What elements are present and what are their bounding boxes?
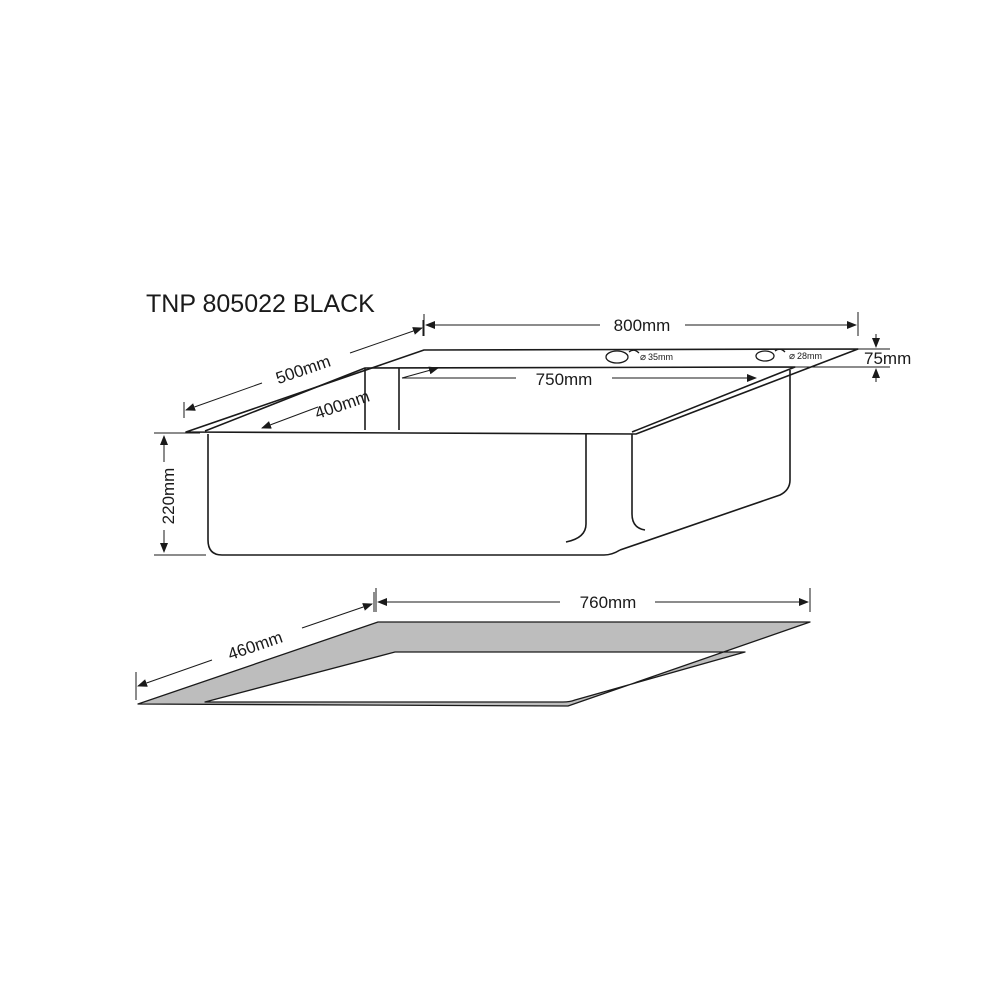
dim-750 [401, 366, 757, 382]
dim-75-label: 75mm [864, 349, 911, 368]
cutout-shaded-frame [137, 621, 811, 707]
product-title: TNP 805022 BLACK [146, 290, 375, 318]
dim-460 [135, 592, 375, 700]
tap-hole-small [755, 350, 775, 362]
diameter-symbol-2: ⌀ [789, 351, 795, 362]
tap-hole-28-label: 28mm [797, 351, 822, 361]
diameter-symbol-1: ⌀ [640, 352, 646, 363]
tap-hole-35-label: 35mm [648, 352, 673, 362]
dim-75 [795, 334, 890, 382]
cutout-template [137, 621, 811, 707]
dim-760-label: 760mm [580, 593, 637, 612]
dim-760 [375, 588, 811, 612]
dim-220-label: 220mm [159, 468, 178, 525]
tap-hole-large [605, 350, 629, 364]
tap-holes [605, 348, 786, 364]
dim-500-label: 500mm [273, 352, 333, 388]
dim-220 [154, 432, 206, 556]
dim-800 [423, 312, 859, 336]
dim-500 [183, 320, 424, 418]
dim-750-label: 750mm [536, 370, 593, 389]
dim-400-label: 400mm [312, 387, 372, 423]
dim-800-label: 800mm [614, 316, 671, 335]
dim-400 [261, 406, 319, 429]
